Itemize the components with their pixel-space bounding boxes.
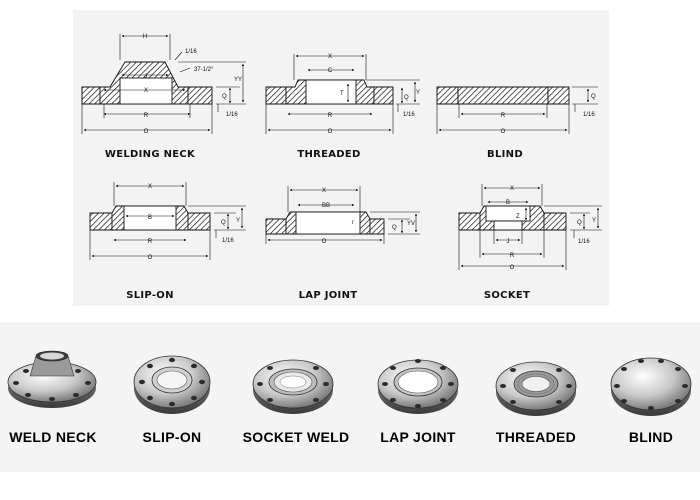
lap-joint-drawing [265,186,420,244]
slip-on-caption: SLIP-ON [126,290,174,301]
sk-dim-j: J [507,239,510,245]
so-dim-q: Q [221,220,226,226]
so-dim-t: 1/16 [222,238,234,244]
blind-drawing [436,86,598,134]
slip-on-drawing [89,182,246,260]
lj-dim-r: r [352,220,354,226]
weld-neck-flange-image [7,350,97,408]
th-dim-q: Q [404,95,409,101]
bl-dim-t: 1/16 [583,112,595,118]
flange-photos-band [0,322,700,472]
lj-dim-yv: YV [407,221,415,227]
th-dim-c: C [328,68,333,74]
label-threaded: THREADED [495,429,577,445]
wn-dim-h: H [143,34,147,40]
so-dim-x: X [148,184,152,190]
wn-dim-o: O [144,129,149,135]
lj-dim-q: Q [392,225,397,231]
blind-flange-image [610,357,692,416]
wn-dim-j: J [145,74,148,80]
socket-caption: SOCKET [483,290,531,301]
label-socket-weld: SOCKET WELD [242,429,350,445]
lj-dim-x: X [322,188,326,194]
lap-joint-caption: LAP JOINT [298,290,358,301]
so-dim-o: O [148,255,153,261]
wn-dim-x: X [144,88,148,94]
th-dim-r: R [328,113,333,119]
lj-dim-bb: BB [322,203,330,209]
sk-dim-t: 1/16 [578,239,590,245]
wn-dim-t: 1/16 [226,112,238,118]
bl-dim-q: Q [591,94,596,100]
th-dim-o: O [328,129,333,135]
blind-caption: BLIND [487,149,523,160]
threaded-caption: THREADED [297,149,361,160]
bl-dim-o: O [501,129,506,135]
welding-neck-drawing [81,34,246,134]
sk-dim-o: O [510,265,515,271]
wn-dim-yy: YY [234,77,242,83]
label-blind: BLIND [628,429,674,445]
th-dim-x: X [328,54,332,60]
so-dim-b: B [148,215,152,221]
th-dim-116: 1/16 [403,112,415,118]
welding-neck-caption: WELDING NECK [104,149,196,160]
th-dim-y: Y [416,90,420,96]
sk-dim-x: X [510,186,514,192]
wn-dim-a: 1/16 [185,49,197,55]
threaded-flange-image [495,361,577,416]
th-dim-t: T [340,91,344,97]
slip-on-flange-image [133,355,211,414]
threaded-drawing [265,54,420,134]
wn-dim-r: R [144,113,149,119]
socket-drawing [458,184,602,270]
label-slip-on: SLIP-ON [142,429,202,445]
socket-weld-flange-image [252,359,334,414]
wn-dim-b: 37-1/2° [194,67,214,73]
lap-joint-flange-image [377,359,459,414]
bl-dim-r: R [501,113,506,119]
sk-dim-q: Q [577,220,582,226]
sk-dim-r: R [510,253,515,259]
sk-dim-y: Y [592,218,596,224]
so-dim-r: R [148,239,153,245]
wn-dim-q: Q [222,94,227,100]
so-dim-y: Y [236,218,240,224]
label-lap-joint: LAP JOINT [380,429,456,445]
lj-dim-o: O [322,239,327,245]
sk-dim-b: B [506,200,510,206]
sk-dim-z: Z [516,214,520,220]
label-weld-neck: WELD NECK [9,429,97,445]
